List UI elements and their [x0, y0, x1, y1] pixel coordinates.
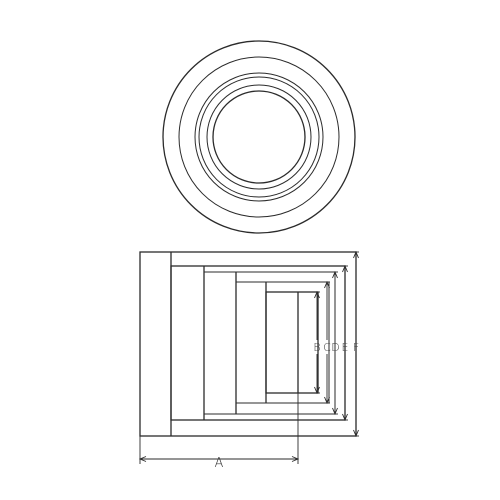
- side-view-step-2: [203, 271, 336, 415]
- dim-e-arrow-bottom: [342, 413, 348, 422]
- dim-c-arrow-top: [324, 280, 330, 289]
- top-view: [162, 40, 356, 234]
- dim-f-arrow-bottom: [353, 429, 359, 438]
- top-view-ring-inner: [212, 90, 306, 184]
- dim-d-arrow-top: [332, 270, 338, 279]
- label-f: F: [353, 341, 359, 354]
- dim-d-arrow-bottom: [332, 407, 338, 416]
- top-view-ring-2: [178, 56, 340, 218]
- dimension-lines: [138, 250, 359, 464]
- dim-b-arrow-bottom: [314, 386, 320, 395]
- dimension-labels: B C D E F A: [215, 341, 360, 471]
- dim-b-arrow-top: [314, 290, 320, 299]
- label-b: B: [313, 341, 320, 354]
- dim-c-arrow-bottom: [324, 396, 330, 405]
- label-a: A: [215, 456, 224, 471]
- side-view-flange: [139, 251, 357, 437]
- dim-e-arrow-top: [342, 264, 348, 273]
- side-view: [139, 251, 357, 437]
- label-d: D: [331, 341, 339, 354]
- side-view-step-3: [235, 281, 330, 404]
- top-view-ring-3: [194, 72, 324, 202]
- side-view-bore: [265, 291, 319, 394]
- top-view-ring-4: [198, 76, 320, 198]
- top-view-ring-outer: [162, 40, 356, 234]
- dim-a-arrow-left: [138, 456, 147, 462]
- label-c: C: [323, 341, 331, 354]
- dim-f-arrow-top: [353, 250, 359, 259]
- dim-a-arrow-right: [291, 456, 300, 462]
- top-view-ring-5: [206, 84, 312, 190]
- label-e: E: [342, 341, 349, 354]
- side-view-step-1: [170, 265, 346, 421]
